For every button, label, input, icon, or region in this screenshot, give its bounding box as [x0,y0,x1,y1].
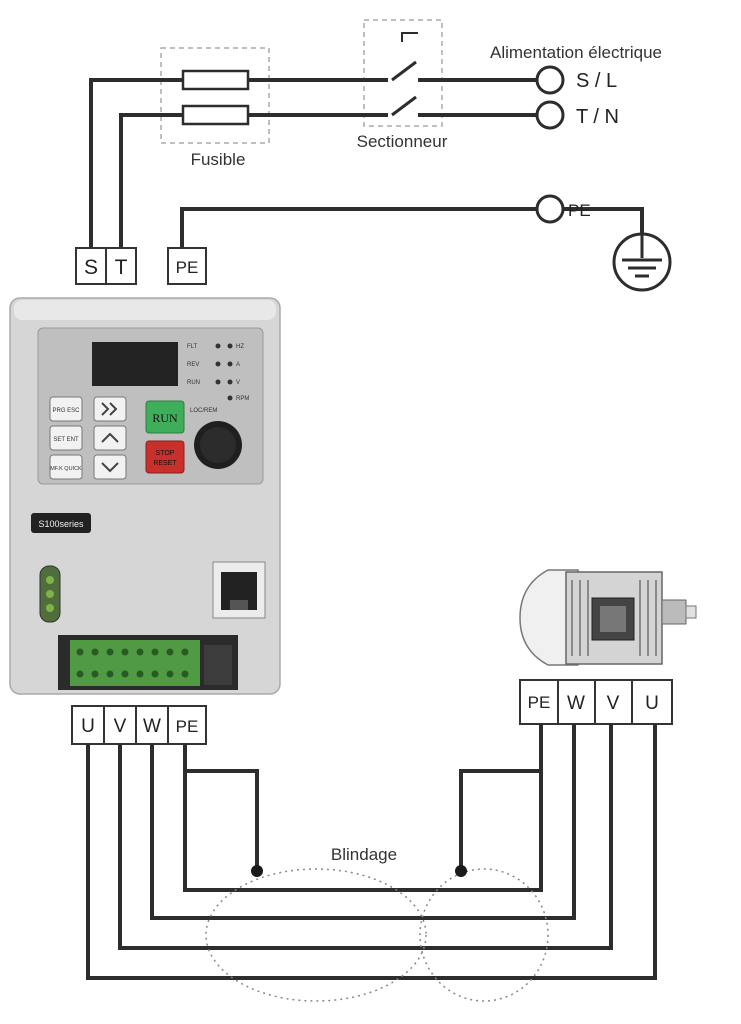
supply-terminal-earth [535,194,565,224]
run-button-label: RUN [152,411,178,425]
motor-terminal-u: U [645,693,659,714]
brand-plate [31,513,91,533]
vfd-terminal-pe-out: PE [176,717,199,736]
shielding-label: Blindage [331,845,397,864]
vfd-terminal-v: V [114,716,127,737]
vfd-input-terminals: S T PE [75,247,207,285]
shift-right-icon [101,402,110,416]
arrow-up-icon [101,432,119,443]
svg-text:LOC/REM: LOC/REM [190,408,217,414]
shield-junction-right [455,865,467,877]
fuse-element-1 [181,69,250,91]
svg-text:RESET: RESET [153,460,177,467]
supply-terminal-phase [535,65,565,95]
vfd-terminal-pe-in: PE [176,258,199,277]
svg-text:V: V [236,380,240,386]
svg-text:A: A [236,362,240,368]
prg-esc-key: PRG ESC [52,408,80,414]
fuse-enclosure [160,47,270,144]
supply-terminal-neutral [535,100,565,130]
svg-text:HZ: HZ [236,344,244,350]
arrow-down-icon [101,462,119,473]
power-supply-label: Alimentation électrique [490,43,662,62]
function-keys: PRG ESC SET ENT MF.K QUICK [49,396,83,480]
vfd-terminal-s: S [84,256,98,279]
lcd-display [92,342,178,386]
shielding-ring-left [205,868,427,1002]
motor-terminals: PE W V U [519,679,673,725]
arrow-keys [93,396,127,480]
fuse-label: Fusible [191,150,246,169]
supply-earth-label: PE [568,201,591,220]
vfd-terminal-w: W [143,716,161,737]
fuse-element-2 [181,104,250,126]
supply-neutral-label: T / N [576,106,619,128]
svg-text:RPM: RPM [236,396,249,402]
shielding-ring-right [419,868,549,1002]
svg-text:STOP: STOP [156,450,175,457]
mfk-quick-key: MF.K QUICK [50,466,82,472]
vfd-terminal-u: U [81,716,95,737]
supply-phase-label: S / L [576,70,617,92]
set-ent-key: SET ENT [53,437,79,443]
run-button [145,400,185,434]
vfd-terminal-t: T [115,256,128,279]
disconnector-enclosure [363,19,443,127]
supply-wires [89,78,644,248]
motor-terminal-w: W [567,693,585,714]
output-wires [86,724,657,980]
disconnector-switch [391,32,418,117]
disconnector-label: Sectionneur [357,132,448,151]
svg-text:RUN: RUN [187,380,200,386]
svg-text:REV: REV [187,362,199,368]
motor [519,569,697,666]
shield-junction-left [251,865,263,877]
ground-icon [612,232,672,292]
stop-reset-button [145,440,185,474]
vfd-unit: FLT REV RUN HZ A V RPM LOC/REM PRG ESC S… [9,297,281,695]
status-indicators: FLT REV RUN HZ A V RPM LOC/REM [187,343,249,414]
motor-terminal-pe: PE [528,693,551,712]
svg-text:S100series: S100series [38,519,84,529]
svg-text:FLT: FLT [187,344,198,350]
vfd-output-terminals: U V W PE [71,705,207,745]
motor-terminal-v: V [607,693,620,714]
